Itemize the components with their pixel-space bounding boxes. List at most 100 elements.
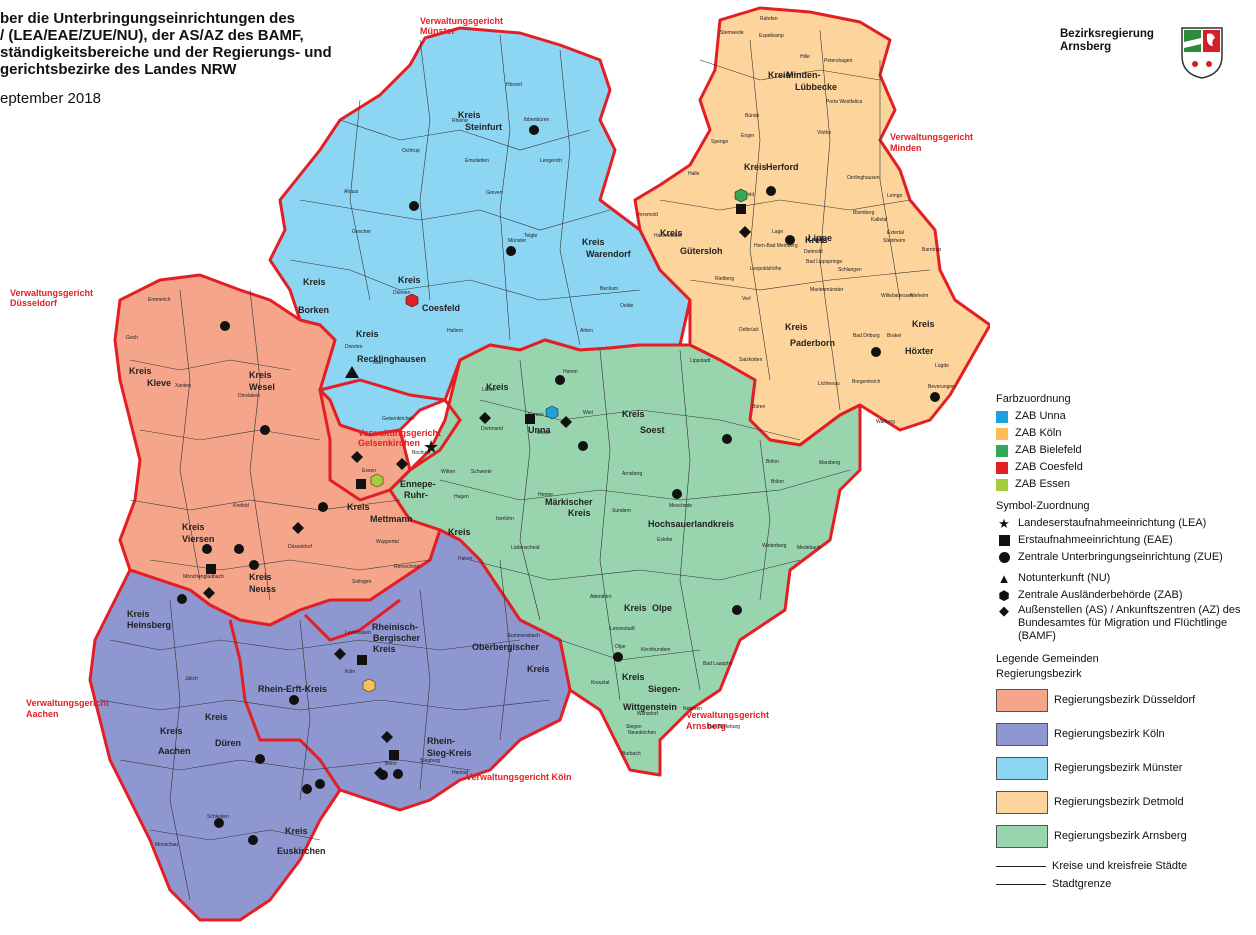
svg-text:Kreis: Kreis: [785, 322, 808, 332]
svg-text:Kleve: Kleve: [147, 378, 171, 388]
svg-text:Rhein-Erft-Kreis: Rhein-Erft-Kreis: [258, 684, 327, 694]
legend-bezirk-item: Regierungsbezirk Münster: [996, 751, 1254, 785]
legend-bezirk-item: Regierungsbezirk Detmold: [996, 785, 1254, 819]
region-muenster: [268, 26, 692, 437]
svg-text:Hörstel: Hörstel: [506, 82, 522, 88]
square-icon: [996, 535, 1012, 546]
svg-text:Minden: Minden: [890, 143, 922, 153]
svg-text:Bad Berleburg: Bad Berleburg: [708, 724, 740, 730]
nrw-map: Verwaltungsgericht Münster Verwaltungsge…: [10, 6, 990, 922]
svg-text:Greven: Greven: [486, 190, 503, 196]
swatch-zab-unna: [996, 410, 1008, 423]
svg-text:Lüdenscheid: Lüdenscheid: [511, 545, 540, 551]
svg-text:Kalletal: Kalletal: [871, 217, 887, 223]
svg-text:Marsberg: Marsberg: [819, 460, 840, 466]
court-label-koeln: Verwaltungsgericht Köln: [466, 772, 572, 782]
svg-text:Bünde: Bünde: [745, 113, 760, 119]
court-label-duesseldorf: Verwaltungsgericht Düsseldorf: [10, 288, 93, 308]
svg-text:Kreis: Kreis: [486, 382, 509, 392]
court-label-arnsberg: Verwaltungsgericht Arnsberg: [686, 710, 769, 731]
svg-text:Kreis: Kreis: [303, 277, 326, 287]
svg-text:Dülmen: Dülmen: [393, 290, 410, 296]
svg-text:Medebach: Medebach: [797, 545, 821, 551]
zab-bielefeld-marker: [734, 188, 748, 203]
svg-text:Kreis: Kreis: [160, 726, 183, 736]
svg-text:Witten: Witten: [441, 469, 455, 475]
legend-symbol-title: Symbol-Zuordnung: [996, 500, 1090, 512]
line-stadtgrenze-icon: [996, 883, 1046, 885]
bamf-markers: [203, 226, 751, 779]
zab-essen-marker: [370, 473, 384, 488]
svg-text:Heinsberg: Heinsberg: [127, 620, 171, 630]
svg-text:Kreis: Kreis: [660, 228, 683, 238]
svg-text:Rahden: Rahden: [760, 16, 778, 22]
svg-text:Herford: Herford: [766, 162, 799, 172]
swatch-zab-essen: [996, 478, 1008, 491]
svg-text:Viersen: Viersen: [182, 534, 214, 544]
legend-farb-label: ZAB Coesfeld: [1015, 461, 1083, 473]
lea-marker: ★: [423, 437, 439, 457]
svg-text:Höxter: Höxter: [905, 346, 934, 356]
svg-text:Winterberg: Winterberg: [762, 543, 787, 549]
svg-text:Kreis: Kreis: [129, 366, 152, 376]
diamond-icon: ◆: [999, 603, 1009, 618]
legend-bezirk-label: Regierungsbezirk Arnsberg: [1054, 829, 1187, 842]
swatch-bezirk-koeln: [996, 722, 1048, 746]
svg-text:Verwaltungsgericht: Verwaltungsgericht: [26, 698, 109, 708]
svg-text:Büren: Büren: [752, 404, 766, 410]
svg-text:Gescher: Gescher: [352, 229, 371, 235]
legend-symbol-item: ◆Außenstellen (AS) / Ankunftszentren (AZ…: [996, 604, 1254, 643]
svg-text:Gummersbach: Gummersbach: [507, 633, 540, 639]
svg-text:Hennef: Hennef: [452, 770, 469, 776]
legend-farb-title: Farbzuordnung: [996, 393, 1071, 405]
svg-text:Enger: Enger: [741, 133, 755, 139]
svg-text:Gütersloh: Gütersloh: [680, 246, 723, 256]
nrw-crest-icon: [1181, 27, 1223, 79]
svg-text:Steinfurt: Steinfurt: [465, 122, 502, 132]
svg-text:Nieheim: Nieheim: [910, 293, 928, 299]
star-icon: ★: [998, 516, 1010, 531]
svg-text:Ennepe-: Ennepe-: [400, 479, 436, 489]
svg-text:Dortmund: Dortmund: [481, 426, 503, 432]
svg-text:Oberbergischer: Oberbergischer: [472, 642, 540, 652]
svg-text:Mönchengladbach: Mönchengladbach: [183, 574, 224, 580]
svg-text:Kreis: Kreis: [805, 235, 828, 245]
legend-symbol-label: Notunterkunft (NU): [1018, 572, 1111, 584]
svg-text:Kreis: Kreis: [205, 712, 228, 722]
svg-text:Vlotho: Vlotho: [817, 130, 831, 136]
svg-text:Schwerte: Schwerte: [471, 469, 492, 475]
vg-gelsenkirchen-outline: [318, 378, 462, 502]
svg-text:Essen: Essen: [362, 468, 376, 474]
svg-text:Espelkamp: Espelkamp: [759, 33, 784, 39]
svg-text:Lengerich: Lengerich: [540, 158, 562, 164]
swatch-bezirk-duesseldorf: [996, 688, 1048, 712]
eae-markers: [206, 204, 746, 760]
svg-text:Neuss: Neuss: [249, 584, 276, 594]
legend-farb-label: ZAB Unna: [1015, 410, 1066, 422]
court-label-minden: Verwaltungsgericht Minden: [890, 132, 973, 153]
svg-text:Paderborn: Paderborn: [790, 338, 835, 348]
svg-text:Ibbenbüren: Ibbenbüren: [524, 117, 550, 123]
svg-text:Werl: Werl: [583, 410, 593, 416]
legend-farb-item: ZAB Bielefeld: [996, 442, 1254, 459]
svg-text:Verwaltungsgericht: Verwaltungsgericht: [10, 288, 93, 298]
legend-bezirk-label: Regierungsbezirk Köln: [1054, 727, 1165, 740]
svg-text:Beckum: Beckum: [600, 286, 618, 292]
title-line-2: / (LEA/EAE/ZUE/NU), der AS/AZ des BAMF,: [0, 27, 304, 44]
zab-koeln-marker: [362, 678, 376, 693]
svg-text:Lage: Lage: [772, 229, 783, 235]
svg-text:Siegen: Siegen: [626, 724, 642, 730]
svg-text:Rhein-: Rhein-: [427, 736, 455, 746]
svg-text:Marienmünster: Marienmünster: [810, 287, 844, 293]
legend-symbol-label: Zentrale Unterbringungseinrichtung (ZUE): [1018, 551, 1223, 563]
svg-text:Halle: Halle: [688, 171, 700, 177]
svg-text:Arnsberg: Arnsberg: [622, 471, 643, 477]
svg-text:Lichtenau: Lichtenau: [818, 381, 840, 387]
svg-text:Lünen: Lünen: [482, 387, 496, 393]
svg-text:Lübbecke: Lübbecke: [795, 82, 837, 92]
legend-line-label: Stadtgrenze: [1052, 877, 1112, 890]
legend-symbol-item: ▲Notunterkunft (NU): [996, 570, 1254, 587]
svg-text:Kreuztal: Kreuztal: [591, 680, 609, 686]
svg-text:Wesel: Wesel: [249, 382, 275, 392]
legend-bezirk-item: Regierungsbezirk Köln: [996, 717, 1254, 751]
